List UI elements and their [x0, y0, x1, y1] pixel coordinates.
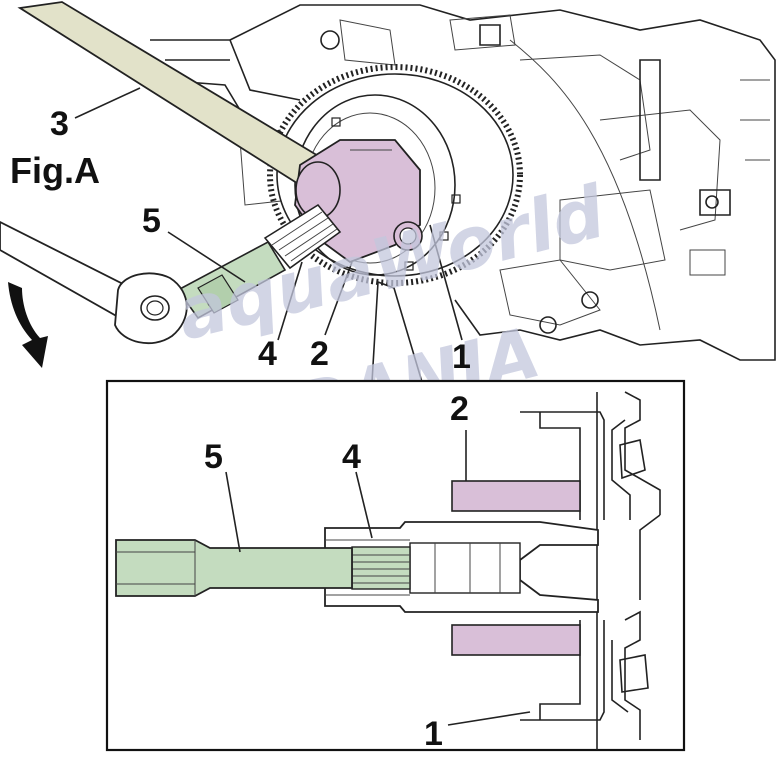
adapter-socket [263, 203, 342, 270]
callout-detail-holder: 2 [450, 390, 469, 428]
callout-detail-shaft: 5 [204, 438, 223, 476]
callout-top-shaft: 5 [142, 202, 161, 240]
curved-arrow-icon [8, 282, 48, 368]
crankshaft-housing [520, 391, 661, 750]
callout-top-adapter: 4 [258, 335, 277, 373]
callout-top-flywheel: 1 [452, 338, 471, 376]
shaft-section [115, 539, 353, 597]
callout-top-bar: 3 [50, 105, 69, 143]
box-wrench [0, 220, 188, 345]
holder-pad-upper [451, 480, 581, 512]
callout-detail-flywheel: 1 [424, 715, 443, 753]
callout-detail-adapter: 4 [342, 438, 361, 476]
top-leader-lines [74, 87, 463, 383]
shaft-spline [351, 546, 411, 590]
holder-pad-lower [451, 624, 581, 656]
detail-section: 2 5 4 1 [105, 379, 686, 753]
callout-top-holder: 2 [310, 335, 329, 373]
detail-leader-lines [225, 430, 531, 726]
figure-title: Fig.A [10, 150, 100, 191]
engine-block-outline [150, 4, 776, 361]
extension-shaft [176, 240, 287, 320]
